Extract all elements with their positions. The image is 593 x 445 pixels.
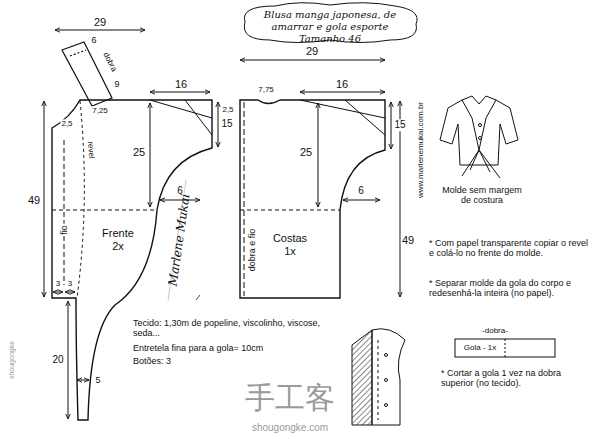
dimension-label: 3: [55, 279, 61, 288]
note-text: Botões: 3: [132, 356, 324, 366]
piece-outline: [232, 90, 392, 305]
dimension-label: 15: [393, 119, 406, 131]
piece-name: Frente 2x: [96, 227, 140, 252]
piece-outline-path: [240, 100, 385, 298]
dimension-label: 29: [93, 16, 107, 29]
piece-name: Costas 1x: [268, 232, 312, 257]
title: Blusa manga japonesa, de amarrar e gola …: [250, 9, 410, 45]
dimension-label: 5: [94, 375, 101, 385]
dimension-label: www.marlenemukai.com.br: [416, 101, 425, 199]
note-text: Tecido: 1,30m de popeline, viscolinho, v…: [132, 318, 324, 339]
note-text: * Com papel transparente copiar o revel …: [428, 238, 590, 259]
pattern-piece: Frente 2x: [40, 88, 220, 428]
piece-outline-path: [52, 100, 212, 420]
dimension-label: 49: [401, 234, 415, 247]
dimension-label: 2,5: [221, 105, 234, 114]
dimension-label: 16: [174, 78, 188, 91]
dimension-label: dobra: [101, 50, 119, 74]
note-text: * Cortar a gola 1 vez na dobra superior …: [440, 368, 590, 389]
dimension-label: Gola - 1x: [463, 343, 497, 352]
dimension-label: revel: [85, 140, 96, 160]
dimension-label: dobra e fio: [247, 228, 257, 273]
dimension-label: 49: [27, 194, 41, 207]
dimension-label: 3: [67, 279, 73, 288]
watermark: shougongke.com: [251, 422, 329, 434]
dimension-label: 15: [220, 118, 233, 130]
watermark: shougongke: [8, 340, 16, 380]
construction-lines: [52, 100, 385, 298]
dimension-arrows: [44, 30, 400, 419]
dimension-label: 7,75: [257, 85, 275, 94]
dimension-label: 25: [132, 146, 146, 159]
dimension-label: 7,25: [91, 106, 109, 115]
dimension-label: 29: [305, 45, 319, 58]
dimension-label: 6: [90, 35, 97, 45]
watermark: 手工客: [244, 381, 336, 416]
dimension-label: 9: [113, 79, 120, 89]
pattern-piece: Costas 1x: [232, 90, 392, 305]
signature: Marlene Mukai: [167, 192, 194, 288]
note-text: Molde sem margem de costura: [438, 185, 526, 206]
blouse-sketch: [440, 96, 518, 178]
collar-piece: [455, 339, 555, 357]
dimension-label: 16: [335, 78, 349, 91]
piece-outline: [40, 88, 220, 428]
dimension-label: 20: [51, 354, 64, 366]
note-text: * Separar molde da gola do corpo e redes…: [428, 278, 590, 299]
collar-sketch: [352, 329, 405, 425]
dimension-label: 25: [299, 146, 313, 159]
dimension-label: fio: [59, 224, 69, 236]
dimension-label: -dobra-: [481, 326, 509, 335]
dimension-label: 6: [357, 185, 365, 197]
dimension-label: 2,5: [60, 119, 73, 128]
signature-flourish: [196, 295, 200, 300]
note-text: Entretela fina para a gola= 10cm: [132, 343, 324, 353]
